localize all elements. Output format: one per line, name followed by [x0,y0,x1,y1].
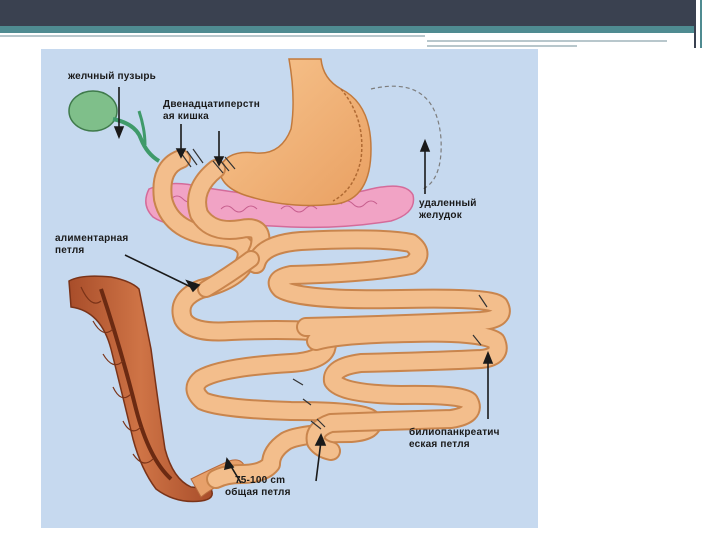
gallbladder [68,90,161,163]
label-alimentary-line2: петля [55,245,85,256]
label-removed-stomach-line1: удаленный [419,198,477,209]
stomach-pouch [218,58,372,207]
anatomy-illustration [68,58,511,503]
label-duodenum-line1: Двенадцатиперстн [163,99,260,110]
small-intestine [152,149,511,489]
slide-header-stripe [0,26,720,33]
slide-header-notch [694,0,720,48]
label-alimentary-line1: алиментарная [55,233,129,244]
label-removed-stomach-line2: желудок [419,210,462,221]
header-underline-short [427,45,577,47]
anatomy-figure: желчный пузырь Двенадцатиперстн ая кишка… [41,49,538,528]
removed-stomach-outline [370,85,442,190]
label-gallbladder: желчный пузырь [68,71,156,82]
label-biliopancreatic-line1: билиопанкреатич [409,427,500,438]
slide-header-bar [0,0,720,26]
label-biliopancreatic-line2: еская петля [409,439,470,450]
pointer-arrows [113,87,494,484]
header-underline-left [0,35,425,37]
label-common-limb: общая петля [225,487,291,498]
label-common-limb-length: 75-100 cm [235,475,286,486]
label-duodenum-line2: ая кишка [163,111,209,122]
header-underline-right [427,40,667,42]
